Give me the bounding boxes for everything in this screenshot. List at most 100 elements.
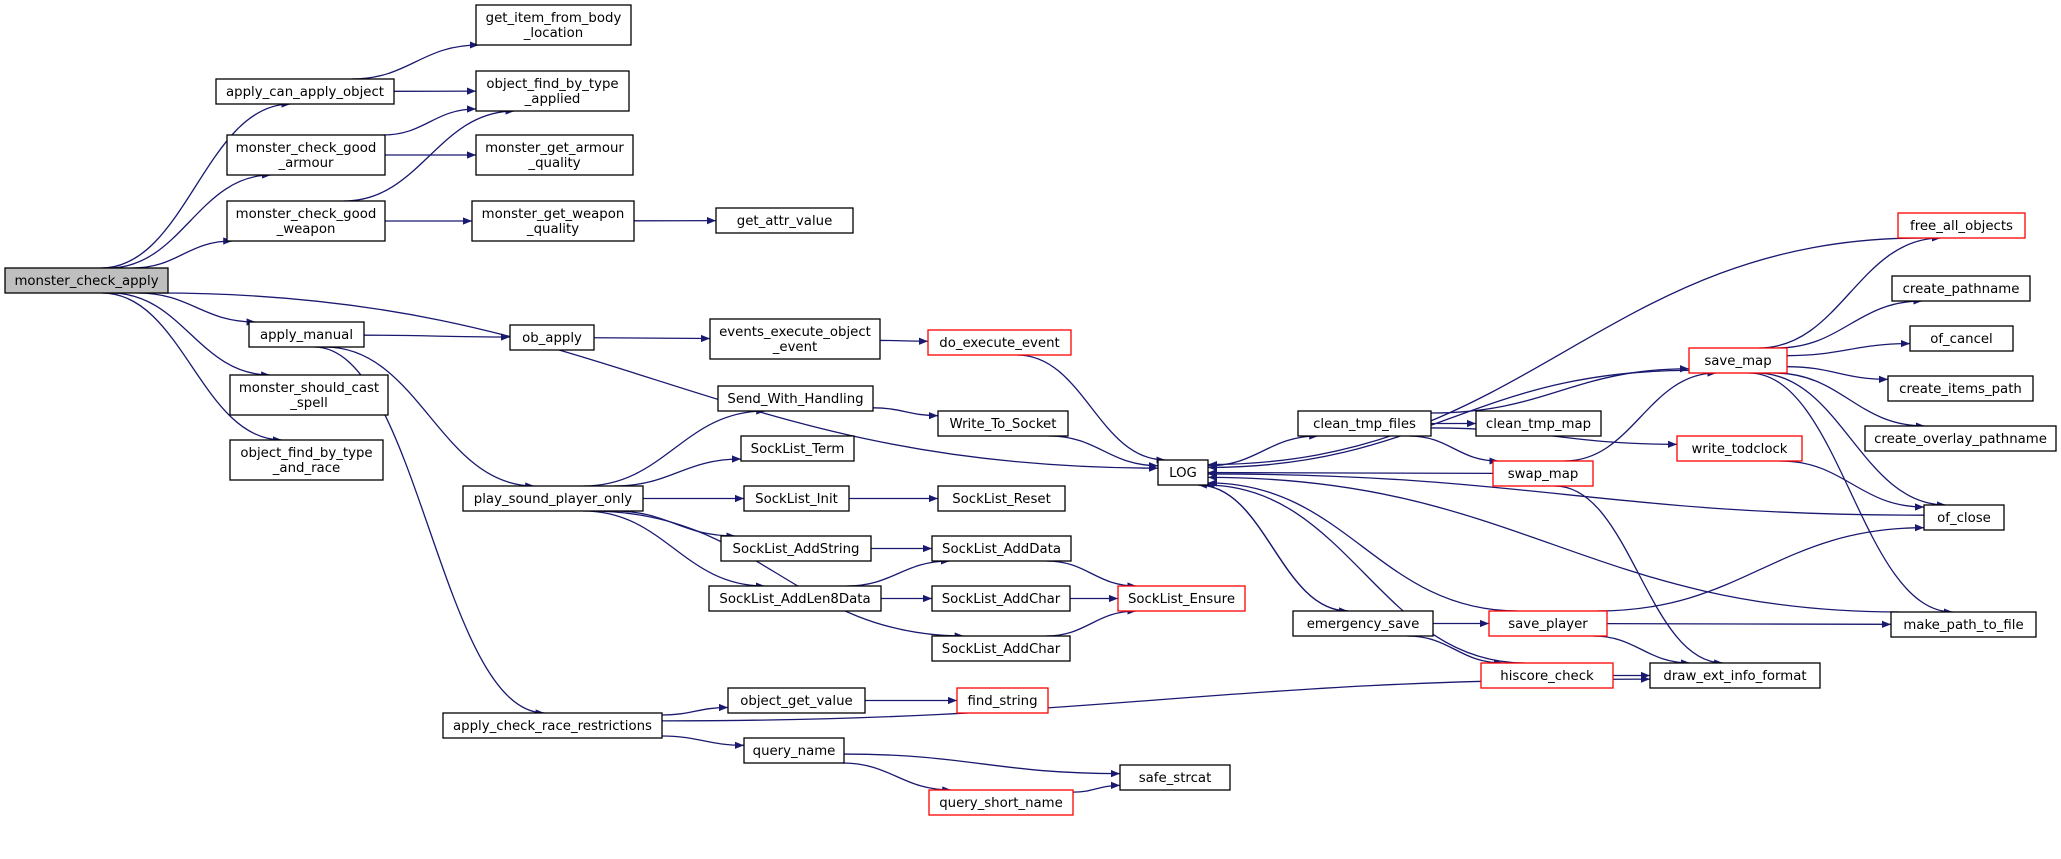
node-query-name[interactable]: query_name [743,737,845,764]
node-object-find-by-type-and-race[interactable]: object_find_by_type_and_race [229,439,384,481]
node-clean-tmp-map[interactable]: clean_tmp_map [1475,410,1602,437]
edge-monster-check-apply-to-object-find-by-type-and-race [101,292,282,444]
node-of-cancel[interactable]: of_cancel [1909,325,2014,352]
edge-ob-apply-to-events-execute-object-event [593,334,711,343]
edge-do-execute-event-to-log [1017,354,1166,464]
node-write-todclock[interactable]: write_todclock [1676,435,1803,462]
node-socklist-adddata[interactable]: SockList_AddData [931,535,1072,562]
node-box [475,70,630,112]
node-label: swap_map [1508,467,1579,482]
edge-events-execute-object-event-to-do-execute-event [879,337,929,345]
node-label: apply_manual [260,328,353,343]
node-of-close[interactable]: of_close [1923,504,2005,531]
edge-monster-check-apply-to-monster-check-good-weapon [132,237,233,269]
node-label: monster_check_apply [14,274,158,289]
node-label: SockList_AddData [942,542,1061,557]
node-box [509,324,595,351]
node-free-all-objects[interactable]: free_all_objects [1897,212,2026,239]
edge-save-map-to-log [1207,369,1690,472]
node-do-execute-event[interactable]: do_execute_event [927,329,1072,356]
node-box [743,485,850,512]
node-box [229,439,384,481]
edge-swap-map-to-log [1207,468,1494,477]
node-socklist-term[interactable]: SockList_Term [740,435,855,462]
node-apply-can-apply-object[interactable]: apply_can_apply_object [215,78,395,105]
node-find-string[interactable]: find_string [956,687,1049,714]
node-monster-check-good-armour[interactable]: monster_check_good_armour [226,134,386,176]
node-query-short-name[interactable]: query_short_name [928,789,1074,816]
node-label: get_item_from_body [486,11,622,26]
node-label: write_todclock [1691,442,1787,457]
node-write-to-socket[interactable]: Write_To_Socket [937,410,1069,437]
node-object-find-by-type-applied[interactable]: object_find_by_type_applied [475,70,630,112]
edge-play-sound-player-only-to-socklist-addlen8data [583,510,765,590]
node-get-item-from-body-location[interactable]: get_item_from_body_location [475,4,632,46]
node-label: apply_can_apply_object [226,85,384,100]
node-events-execute-object-event[interactable]: events_execute_object_event [709,318,881,360]
node-box [1923,504,2005,531]
node-label: create_items_path [1899,382,2022,397]
node-apply-manual[interactable]: apply_manual [248,321,365,348]
node-socklist-init[interactable]: SockList_Init [743,485,850,512]
node-box [937,410,1069,437]
node-box [442,712,663,739]
node-monster-check-apply[interactable]: monster_check_apply [4,267,169,294]
node-create-overlay-pathname[interactable]: create_overlay_pathname [1864,425,2057,452]
node-box [1864,425,2057,452]
node-send-with-handling[interactable]: Send_With_Handling [717,385,874,412]
node-socklist-reset[interactable]: SockList_Reset [937,485,1066,512]
node-label: query_short_name [939,796,1063,811]
node-label: monster_check_good [236,207,377,222]
node-apply-check-race-restrictions[interactable]: apply_check_race_restrictions [442,712,663,739]
node-monster-get-armour-quality[interactable]: monster_get_armour_quality [475,134,634,176]
node-play-sound-player-only[interactable]: play_sound_player_only [462,485,644,512]
node-label: clean_tmp_files [1313,417,1416,432]
node-draw-ext-info-format[interactable]: draw_ext_info_format [1649,662,1821,689]
node-monster-should-cast-spell[interactable]: monster_should_cast_spell [229,374,389,416]
node-object-get-value[interactable]: object_get_value [727,687,866,714]
edge-save-map-to-free-all-objects [1758,234,1941,349]
node-save-map[interactable]: save_map [1688,347,1788,374]
node-socklist-addchar-1[interactable]: SockList_AddChar [931,585,1071,612]
node-swap-map[interactable]: swap_map [1492,460,1594,487]
node-log[interactable]: LOG [1157,459,1209,486]
node-box [215,78,395,105]
node-label: _applied [524,92,581,107]
node-label: SockList_AddChar [942,592,1061,607]
node-get-attr-value[interactable]: get_attr_value [715,207,854,234]
node-label: object_find_by_type [240,446,372,461]
edge-save-player-to-log [1207,479,1518,612]
node-make-path-to-file[interactable]: make_path_to_file [1890,611,2037,638]
node-socklist-addstring[interactable]: SockList_AddString [720,535,872,562]
node-create-items-path[interactable]: create_items_path [1887,375,2034,402]
node-monster-check-good-weapon[interactable]: monster_check_good_weapon [226,200,386,242]
node-label: create_overlay_pathname [1874,432,2047,447]
node-hiscore-check[interactable]: hiscore_check [1480,662,1614,689]
node-save-player[interactable]: save_player [1488,610,1608,637]
node-socklist-ensure[interactable]: SockList_Ensure [1117,585,1246,612]
node-box [727,687,866,714]
node-label: SockList_AddLen8Data [719,592,870,607]
node-box [1676,435,1803,462]
node-monster-get-weapon-quality[interactable]: monster_get_weapon_quality [471,200,635,242]
node-box [1492,460,1594,487]
edge-save-player-to-of-close [1597,524,1925,612]
node-safe-strcat[interactable]: safe_strcat [1119,764,1231,791]
node-socklist-addlen8data[interactable]: SockList_AddLen8Data [708,585,882,612]
node-box [248,321,365,348]
edge-play-sound-player-only-to-socklist-term [614,455,742,487]
node-create-pathname[interactable]: create_pathname [1891,275,2031,302]
edge-of-close-to-log [1207,470,1925,516]
edge-save-map-to-create-items-path [1786,366,1889,383]
node-box [226,134,386,176]
edge-save-map-to-of-close [1755,372,1947,509]
node-socklist-addchar-2[interactable]: SockList_AddChar [931,635,1071,662]
node-emergency-save[interactable]: emergency_save [1292,610,1434,637]
node-label: hiscore_check [1500,669,1594,684]
edge-apply-manual-to-play-sound-player-only [325,346,535,490]
node-ob-apply[interactable]: ob_apply [509,324,595,351]
node-label: LOG [1169,466,1197,481]
node-clean-tmp-files[interactable]: clean_tmp_files [1297,410,1432,437]
node-label: SockList_AddString [733,542,860,557]
